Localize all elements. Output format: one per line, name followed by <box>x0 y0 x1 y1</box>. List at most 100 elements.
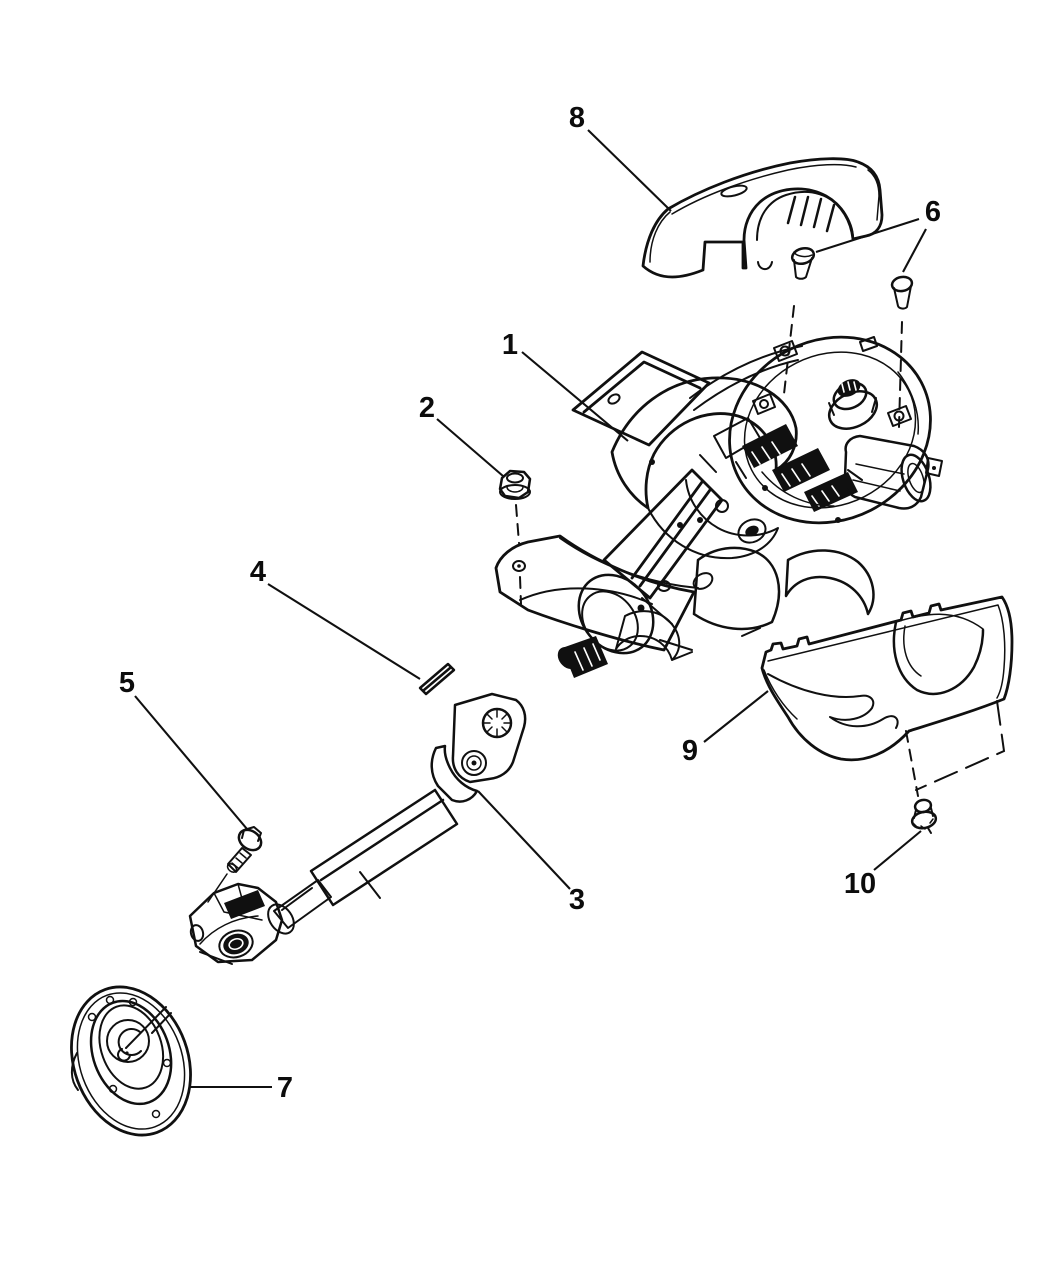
part-shroud-screw-left <box>790 246 816 280</box>
callout-number-8: 8 <box>569 102 585 134</box>
spline-teeth <box>482 709 512 737</box>
ignition-switch-body <box>843 434 930 510</box>
dot-b <box>677 522 683 528</box>
tube-dot <box>637 604 645 612</box>
bracket-round-hole <box>715 499 729 513</box>
callout-number-9: 9 <box>682 735 698 767</box>
surface-lines <box>763 604 1006 720</box>
ear-hole-3 <box>759 399 769 409</box>
lower-screw-flag <box>915 700 1006 791</box>
wide-tube <box>309 788 459 907</box>
collar <box>430 744 479 803</box>
callout-number-2: 2 <box>419 392 435 424</box>
boss-ring-mid <box>466 755 482 771</box>
lock-housing-hatch <box>751 441 840 507</box>
bottom-feet <box>641 597 761 651</box>
part-pinch-bolt <box>226 826 263 873</box>
washer-ticks <box>912 818 934 830</box>
connector-dot <box>932 466 936 470</box>
lock-housing-bands <box>742 424 858 512</box>
disc-outer <box>728 335 932 525</box>
hook-arm <box>784 549 875 616</box>
part-lower-shroud-screw <box>910 798 938 834</box>
lower-left-bracket <box>494 534 696 652</box>
part-intermediate-shaft <box>188 692 527 965</box>
clockspring-disc <box>728 335 932 525</box>
face-hole-5 <box>108 1084 118 1094</box>
boss-knurl <box>841 381 857 393</box>
stub-threads <box>574 643 601 671</box>
face-hole-1 <box>105 995 115 1005</box>
bolt-tip <box>226 863 238 873</box>
switch-connector <box>925 457 943 477</box>
disc-ears <box>752 336 912 427</box>
bolt-flange <box>237 828 263 852</box>
upper-yoke <box>451 692 527 784</box>
key-body <box>418 662 456 696</box>
part-shroud-screw-right <box>890 275 914 310</box>
boss-sides <box>828 397 877 416</box>
leader-2 <box>436 418 504 477</box>
slit-line <box>125 1006 172 1049</box>
narrow-shaft <box>273 879 332 929</box>
side-hole <box>189 924 205 942</box>
disc-arcs <box>761 371 920 507</box>
part-opening-seal <box>70 985 192 1137</box>
arch-ribs <box>786 195 836 233</box>
face-hole-3 <box>128 997 138 1007</box>
nut-alignment-dash <box>515 504 522 605</box>
bolt-hex-cap <box>241 826 262 842</box>
leader-9 <box>703 690 769 743</box>
switch-lines <box>852 463 905 492</box>
top-oval <box>506 472 524 484</box>
stud-hole-dot <box>517 564 521 568</box>
bracket-oval-hole <box>692 572 714 590</box>
hub-circle <box>106 1019 150 1063</box>
callout-number-10: 10 <box>844 868 876 900</box>
pivot-bracket <box>692 546 781 631</box>
bottom-lip <box>199 951 233 965</box>
leader-5 <box>134 695 248 830</box>
screw-tip <box>927 827 932 834</box>
hub-spiral <box>117 1027 142 1056</box>
pivot-eye <box>737 518 767 544</box>
callout-number-1: 1 <box>502 329 518 361</box>
leader-1 <box>521 351 629 442</box>
leader-6a <box>815 218 920 253</box>
clamp-collar <box>267 903 295 935</box>
boss-ring-outer <box>461 750 487 776</box>
callout-number-3: 3 <box>569 884 585 916</box>
pivot-eye-center <box>745 525 759 537</box>
face-hole-6 <box>151 1109 161 1119</box>
bracket-arms <box>519 537 699 605</box>
screw-left-dash <box>783 305 795 395</box>
screw-right-dash <box>898 321 903 428</box>
column-tube <box>602 468 724 600</box>
boss-ring-dot <box>471 760 477 766</box>
head-rim <box>793 251 813 258</box>
inner-contours <box>767 673 899 729</box>
housing-details <box>699 417 863 481</box>
left-bump <box>70 1052 79 1091</box>
mount-plate <box>571 350 711 447</box>
leader-10 <box>873 830 922 871</box>
screw-head <box>890 275 914 293</box>
hex-body <box>498 469 532 500</box>
part-lower-shroud <box>760 595 1014 762</box>
outline <box>760 595 1014 762</box>
flange <box>499 484 531 500</box>
arch-inner <box>756 190 854 241</box>
part-hex-nut <box>498 469 532 500</box>
column-cutout <box>892 620 985 696</box>
vent-slot <box>720 184 748 198</box>
plate-hole <box>607 393 621 405</box>
stub-cap <box>557 647 579 669</box>
dot-e <box>835 517 841 523</box>
face-hole-4 <box>162 1058 172 1068</box>
hub-hook <box>117 1048 131 1062</box>
yoke-slot <box>224 890 265 919</box>
eye-outer <box>218 929 254 959</box>
eye-ring <box>228 937 244 951</box>
tube-end-inner <box>581 590 639 652</box>
